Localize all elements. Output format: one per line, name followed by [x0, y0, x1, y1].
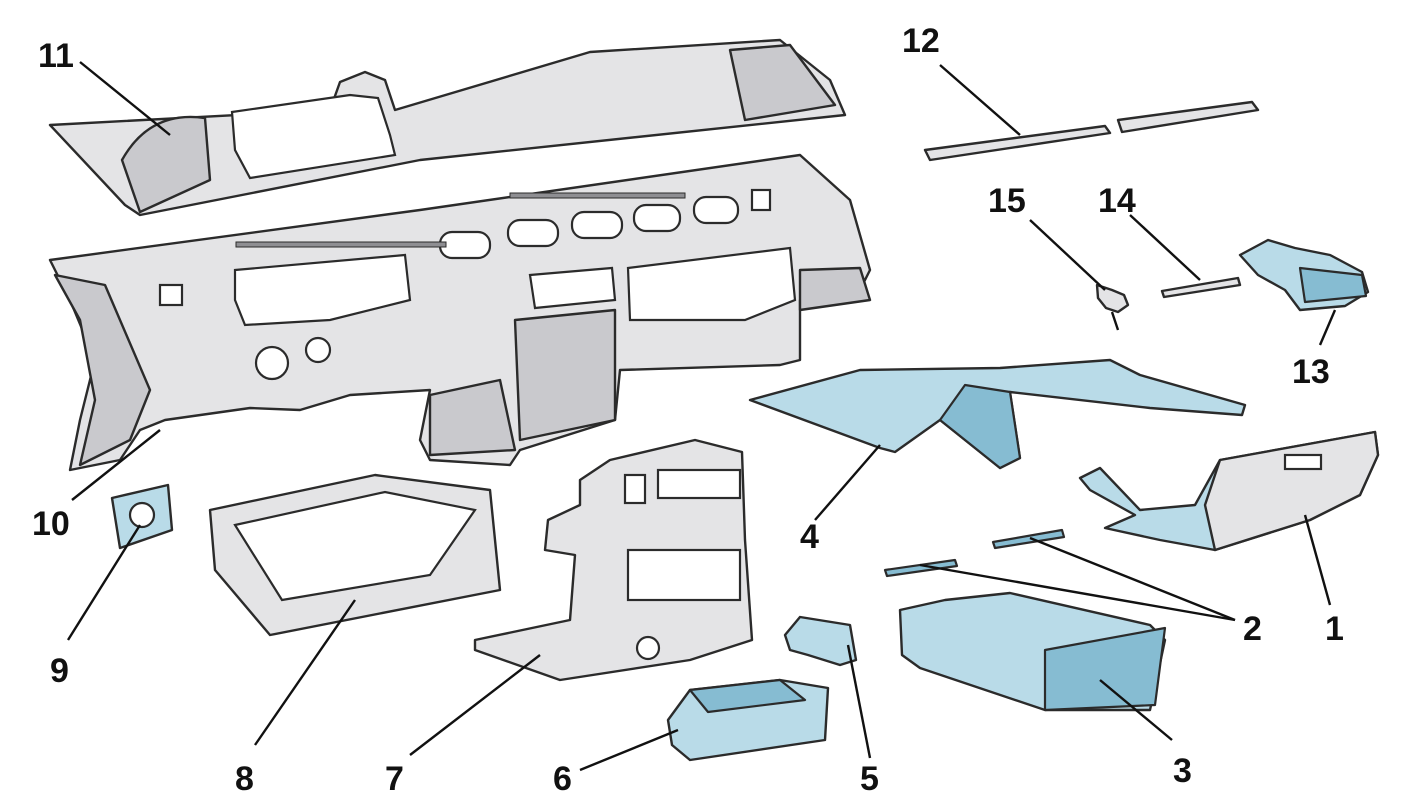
leader-4: [814, 444, 881, 521]
leader-2b: [1029, 536, 1236, 622]
callout-4: 4: [800, 518, 819, 556]
leader-5: [846, 644, 872, 759]
leader-1: [1303, 514, 1332, 606]
part-10-dashboard-panel: [48, 153, 872, 472]
callout-8: 8: [235, 760, 254, 798]
callout-13: 13: [1292, 353, 1330, 391]
callout-10: 10: [32, 505, 70, 543]
leader-3: [1099, 679, 1173, 741]
callout-2: 2: [1243, 610, 1262, 648]
callout-15: 15: [988, 182, 1026, 220]
part-2-hinge-pins: [883, 528, 1066, 578]
callout-7: 7: [385, 760, 404, 798]
callout-14: 14: [1098, 182, 1136, 220]
part-14-pin: [1160, 276, 1242, 299]
callout-6: 6: [553, 760, 572, 798]
part-12-trim-strip: [923, 100, 1260, 162]
defroster-vent-slots: [235, 192, 686, 248]
part-15-spring: [1095, 283, 1130, 331]
leader-8: [254, 599, 356, 746]
leader-7: [409, 654, 541, 756]
part-8-duct-frame: [208, 473, 502, 637]
callout-12: 12: [902, 22, 940, 60]
part-6-ashtray: [666, 678, 830, 762]
leader-10: [71, 429, 161, 501]
callout-9: 9: [50, 652, 69, 690]
leader-13: [1318, 309, 1337, 346]
leader-2a: [919, 563, 1236, 622]
part-1-glovebox-door: [1078, 430, 1380, 552]
part-4-upper-tray: [748, 358, 1247, 470]
part-7-center-console: [473, 438, 754, 682]
leader-11: [79, 61, 171, 136]
leader-6: [579, 728, 679, 772]
leader-14: [1129, 214, 1201, 281]
part-5-latch-clip: [783, 615, 858, 667]
part-3-ashtray-housing: [898, 591, 1167, 712]
part-11-cluster-hood: [48, 38, 847, 217]
callout-labels: 1 2 3 4 5 6 7 8 9 10 11 12 13 14 15: [32, 22, 1344, 798]
leader-12: [939, 64, 1021, 136]
leader-9: [66, 524, 142, 641]
leader-15: [1029, 219, 1106, 291]
callout-5: 5: [860, 760, 879, 798]
part-13-latch-bracket: [1238, 238, 1370, 312]
leader-lines: [66, 61, 1337, 772]
callout-11: 11: [38, 37, 74, 75]
callout-3: 3: [1173, 752, 1192, 790]
part-9-switch-bezel: [110, 483, 174, 550]
callout-1: 1: [1325, 610, 1344, 648]
